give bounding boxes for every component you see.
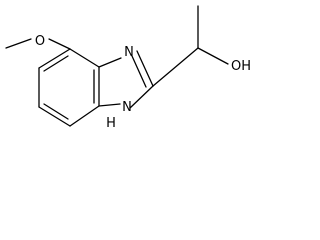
hydroxyl-label: OH bbox=[231, 59, 251, 74]
atom-label-group: O N N H OH bbox=[35, 34, 251, 131]
bond-c4-c3a bbox=[69, 48, 100, 68]
bond-n1-c7a bbox=[98, 103, 121, 107]
benzimidazole-structure-diagram: O N N H OH bbox=[5, 5, 251, 131]
imidazole-nitrogen-label: N bbox=[124, 45, 134, 60]
bond-c7-c6 bbox=[38, 106, 71, 127]
bond-c5-c4-inner bbox=[43, 55, 69, 72]
bond-methyl-oxygen bbox=[5, 38, 32, 49]
nh-nitrogen-label: N bbox=[122, 100, 132, 115]
bond-n3-c2 bbox=[136, 50, 154, 87]
methoxy-oxygen-label: O bbox=[35, 34, 45, 49]
bond-chiral-oh bbox=[197, 47, 229, 65]
bond-c2-n1 bbox=[129, 85, 154, 109]
bond-c7-c6-inner bbox=[43, 103, 69, 120]
bond-group bbox=[5, 5, 229, 127]
bond-c2-chiral bbox=[152, 47, 199, 87]
bond-c5-c4 bbox=[38, 48, 71, 69]
bond-n3-c2-inner bbox=[131, 55, 147, 88]
nh-hydrogen-label: H bbox=[106, 116, 116, 131]
bond-c7a-c7 bbox=[69, 105, 100, 127]
bond-c3a-n3 bbox=[98, 57, 122, 68]
bond-oxygen-c4 bbox=[48, 38, 71, 50]
